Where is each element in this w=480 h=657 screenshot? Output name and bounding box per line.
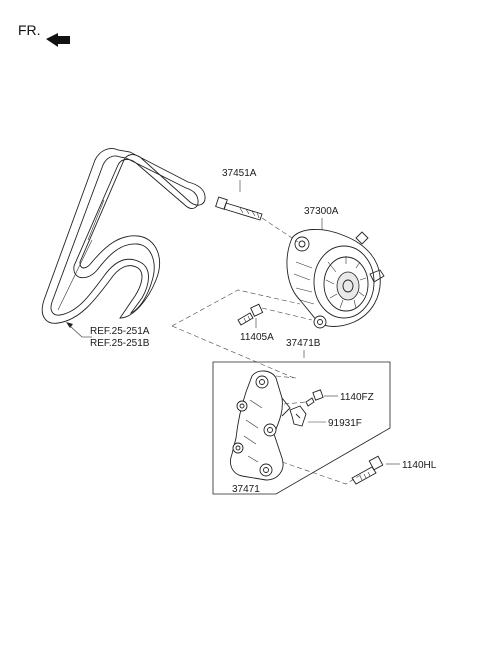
assembly-frame bbox=[212, 361, 391, 495]
callout-1140fz: 1140FZ bbox=[340, 392, 374, 403]
callout-37471b: 37471B bbox=[286, 338, 321, 349]
bracket-37471 bbox=[230, 370, 291, 481]
bolt-11405a bbox=[237, 303, 264, 326]
ref-leader bbox=[66, 322, 92, 338]
drive-belt bbox=[41, 148, 206, 324]
bolt-1140hl bbox=[351, 455, 384, 485]
callout-11405a: 11405A bbox=[240, 332, 274, 343]
fr-label: FR. bbox=[18, 22, 41, 38]
ref-label-a: REF.25-251A bbox=[90, 326, 150, 337]
bolt-1140fz bbox=[305, 389, 324, 407]
front-arrow-icon bbox=[46, 33, 70, 47]
alternator-37300a bbox=[286, 229, 385, 329]
callout-1140hl: 1140HL bbox=[402, 460, 437, 471]
callout-37451a: 37451A bbox=[222, 168, 257, 179]
ref-label-b: REF.25-251B bbox=[90, 338, 150, 349]
bolt-37451a bbox=[215, 196, 263, 221]
callout-37471: 37471 bbox=[232, 484, 260, 495]
callout-37300a: 37300A bbox=[304, 206, 339, 217]
clip-91931f bbox=[289, 405, 307, 427]
callout-91931f: 91931F bbox=[328, 418, 362, 429]
